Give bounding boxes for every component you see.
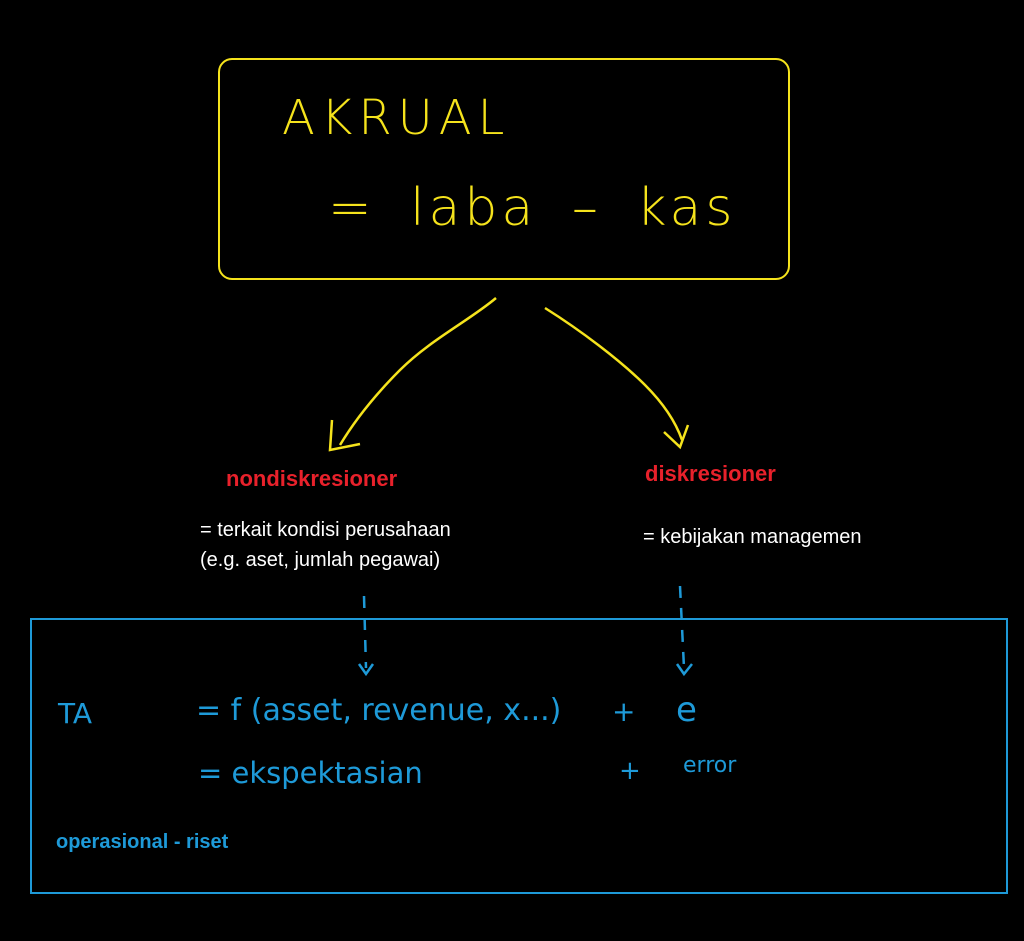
accrual-formula: = laba – kas bbox=[328, 178, 737, 238]
arrow-right-head bbox=[663, 424, 690, 450]
nondiscretionary-label: nondiskresioner bbox=[226, 466, 398, 491]
plus-sign-2: + bbox=[619, 756, 641, 786]
discretionary-desc: = kebijakan managemen bbox=[643, 526, 862, 548]
error-term-e: e bbox=[676, 690, 697, 730]
arrow-left-nondiscretionary bbox=[338, 297, 497, 446]
accrual-title: AKRUAL bbox=[282, 90, 511, 146]
model-box bbox=[30, 618, 1008, 894]
operational-research-label: operasional - riset bbox=[56, 831, 229, 853]
discretionary-label: diskresioner bbox=[645, 461, 776, 486]
dashed-arrow-left-head bbox=[357, 663, 375, 677]
arrow-left-head bbox=[328, 419, 361, 452]
ta-label: TA bbox=[58, 697, 93, 730]
arrow-right-discretionary bbox=[544, 306, 684, 441]
error-label: error bbox=[683, 753, 737, 778]
dashed-arrow-right-head bbox=[675, 663, 693, 677]
nondiscretionary-desc-1: = terkait kondisi perusahaan bbox=[200, 519, 451, 541]
expectation-expression: = ekspektasian bbox=[198, 756, 423, 790]
dashed-arrow-right bbox=[678, 585, 686, 669]
plus-sign-1: + bbox=[612, 695, 636, 728]
function-expression: = f (asset, revenue, x...) bbox=[196, 693, 562, 728]
accrual-box bbox=[218, 58, 790, 280]
nondiscretionary-desc-2: (e.g. aset, jumlah pegawai) bbox=[200, 549, 441, 571]
